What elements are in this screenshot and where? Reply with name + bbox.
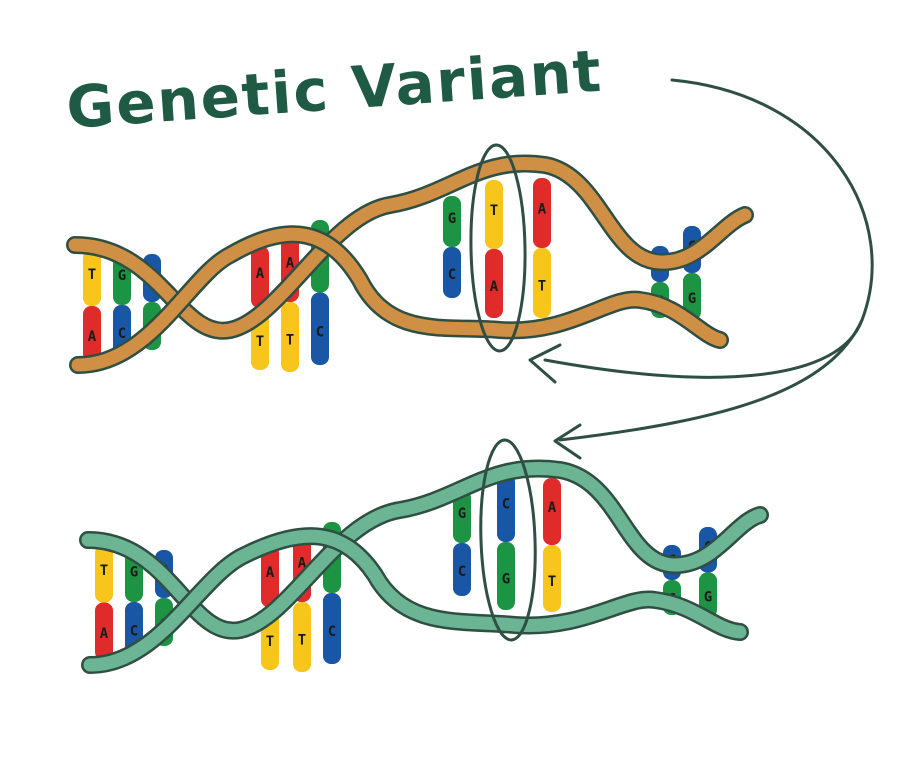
arrowhead-bottom [553,423,582,460]
arrowhead-top [528,343,562,384]
base-letter: A [266,565,275,581]
base-C-segment [323,593,341,664]
base-C-segment [311,292,329,365]
base-T-segment [95,545,113,603]
base-letter: G [458,506,466,522]
variant-highlight-variant [479,438,537,642]
base-A-segment [83,306,101,362]
base-letter: T [88,267,96,283]
base-letter: C [328,624,336,640]
base-letter: T [100,563,108,579]
base-letter: A [100,626,109,642]
base-letter: A [88,329,97,345]
base-G-segment [699,572,717,618]
base-A-segment [261,545,279,608]
base-T-segment [533,248,551,318]
base-letter: A [538,202,547,218]
base-letter: A [298,556,307,572]
base-G-segment [443,196,461,247]
variant-highlight-original [469,143,527,353]
base-C-segment [453,543,471,596]
diagram-title: Genetic Variant [64,37,605,142]
base-letter: G [502,571,510,587]
base-T-segment [281,302,299,372]
base-letter: A [490,279,499,295]
comparison-arrow [528,78,874,460]
base-letter: T [298,633,306,649]
base-A-segment [251,246,269,308]
base-A-segment [485,249,503,318]
base-letter: T [286,333,294,349]
base-letter: A [286,256,295,272]
base-letter: A [548,500,557,516]
base-T-segment [543,545,561,612]
base-letter: G [448,211,456,227]
base-letter: A [256,266,265,282]
base-letter: T [256,334,264,350]
base-letter: T [490,203,498,219]
base-T-segment [485,180,503,249]
base-letter: G [118,268,126,284]
base-A-segment [533,178,551,248]
base-G-segment [497,542,515,610]
base-T-segment [83,250,101,306]
base-letter: C [316,324,324,340]
base-A-segment [95,602,113,660]
base-letter: C [118,326,126,342]
base-letter: C [130,624,138,640]
base-C-segment [443,247,461,298]
base-C-segment [497,474,515,542]
base-A-segment [543,478,561,545]
base-letter: T [548,574,556,590]
base-letter: C [502,497,510,513]
base-letter: G [130,564,138,580]
base-letter: C [448,267,456,283]
base-letter: G [704,590,712,606]
base-G-segment [453,490,471,543]
base-letter: C [458,564,466,580]
base-letter: T [538,279,546,295]
base-letter: T [266,634,274,650]
base-T-segment [293,602,311,672]
base-letter: G [688,291,696,307]
base-G-segment [683,273,701,320]
